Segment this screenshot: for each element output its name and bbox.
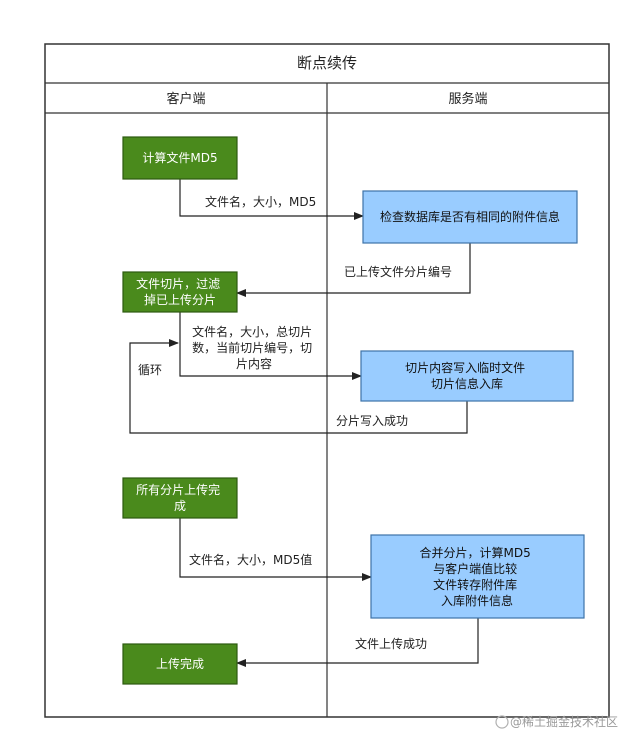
watermark: @稀土掘金技术社区 bbox=[495, 714, 618, 729]
edge-label-slice-to-write: 文件名，大小，总切片 数，当前切片编号，切 片内容 bbox=[192, 324, 316, 371]
edge-label-e3-line-1: 文件名，大小，总切片 bbox=[192, 324, 312, 339]
edge-label-loop: 循环 bbox=[138, 363, 162, 377]
edge-label-loop-line-1: 循环 bbox=[138, 363, 162, 377]
lane-header-client: 客户端 bbox=[166, 91, 205, 107]
node-calc-md5-label: 计算文件MD5 bbox=[142, 150, 217, 165]
edge-check-to-slice bbox=[236, 243, 471, 297]
node-slice-filter-line-2: 掉已上传分片 bbox=[144, 292, 216, 307]
edge-label-write-success: 分片写入成功 bbox=[336, 414, 408, 428]
node-done: 上传完成 bbox=[122, 643, 238, 685]
node-all-uploaded-label: 所有分片上传完 成 bbox=[136, 482, 224, 513]
node-slice-filter-label: 文件切片，过滤 掉已上传分片 bbox=[136, 276, 224, 307]
node-write-temp-label: 切片内容写入临时文件 切片信息入库 bbox=[405, 360, 529, 391]
edge-label-e3-line-3: 片内容 bbox=[236, 356, 272, 371]
watermark-text: @稀土掘金技术社区 bbox=[510, 714, 618, 729]
node-all-uploaded-line-2: 成 bbox=[174, 499, 186, 513]
node-merge: 合并分片，计算MD5 与客户端值比较 文件转存附件库 入库附件信息 bbox=[370, 534, 585, 619]
node-merge-line-2: 与客户端值比较 bbox=[433, 561, 517, 576]
edge-label-upload-success: 文件上传成功 bbox=[355, 636, 427, 651]
node-merge-line-4: 入库附件信息 bbox=[441, 593, 513, 608]
node-write-temp-line-1: 切片内容写入临时文件 bbox=[405, 360, 525, 375]
node-done-label: 上传完成 bbox=[156, 656, 204, 671]
edge-label-e4-line-1: 分片写入成功 bbox=[336, 414, 408, 428]
node-merge-line-1: 合并分片，计算MD5 bbox=[419, 545, 530, 560]
edge-label-e3-line-2: 数，当前切片编号，切 bbox=[192, 340, 312, 355]
node-check-db: 检查数据库是否有相同的附件信息 bbox=[362, 190, 578, 244]
edge-merge-to-done bbox=[236, 618, 479, 667]
lane-header-server: 服务端 bbox=[448, 91, 487, 107]
edge-label-check-to-slice: 已上传文件分片编号 bbox=[344, 264, 452, 279]
edge-label-e1-line-1: 文件名，大小，MD5 bbox=[205, 194, 316, 209]
node-merge-line-3: 文件转存附件库 bbox=[433, 577, 517, 592]
edges bbox=[129, 179, 479, 667]
edge-label-e2-line-1: 已上传文件分片编号 bbox=[344, 264, 452, 279]
edge-label-all-to-merge: 文件名，大小，MD5值 bbox=[189, 552, 312, 567]
node-write-temp: 切片内容写入临时文件 切片信息入库 bbox=[360, 350, 574, 402]
node-calc-md5-line-1: 计算文件MD5 bbox=[142, 150, 217, 165]
node-write-temp-line-2: 切片信息入库 bbox=[431, 376, 503, 391]
edge-label-e6-line-1: 文件上传成功 bbox=[355, 636, 427, 651]
edge-loop-back bbox=[129, 339, 468, 434]
edge-slice-to-write bbox=[179, 312, 362, 380]
node-all-uploaded-line-1: 所有分片上传完 bbox=[136, 482, 220, 497]
edge-md5-to-check bbox=[179, 179, 364, 220]
node-all-uploaded: 所有分片上传完 成 bbox=[122, 477, 238, 519]
juejin-logo-icon bbox=[495, 715, 509, 729]
node-calc-md5: 计算文件MD5 bbox=[122, 136, 238, 180]
node-slice-filter: 文件切片，过滤 掉已上传分片 bbox=[122, 271, 238, 313]
node-check-db-label: 检查数据库是否有相同的附件信息 bbox=[380, 209, 560, 224]
edge-all-to-merge bbox=[179, 518, 372, 581]
swimlane-frame bbox=[44, 43, 610, 718]
diagram-title: 断点续传 bbox=[297, 54, 357, 72]
edge-label-e5-line-1: 文件名，大小，MD5值 bbox=[189, 552, 312, 567]
edge-label-md5-to-check: 文件名，大小，MD5 bbox=[205, 194, 316, 209]
node-done-line-1: 上传完成 bbox=[156, 656, 204, 671]
node-slice-filter-line-1: 文件切片，过滤 bbox=[136, 276, 220, 291]
node-merge-label: 合并分片，计算MD5 与客户端值比较 文件转存附件库 入库附件信息 bbox=[419, 545, 534, 608]
node-check-db-line-1: 检查数据库是否有相同的附件信息 bbox=[380, 209, 560, 224]
